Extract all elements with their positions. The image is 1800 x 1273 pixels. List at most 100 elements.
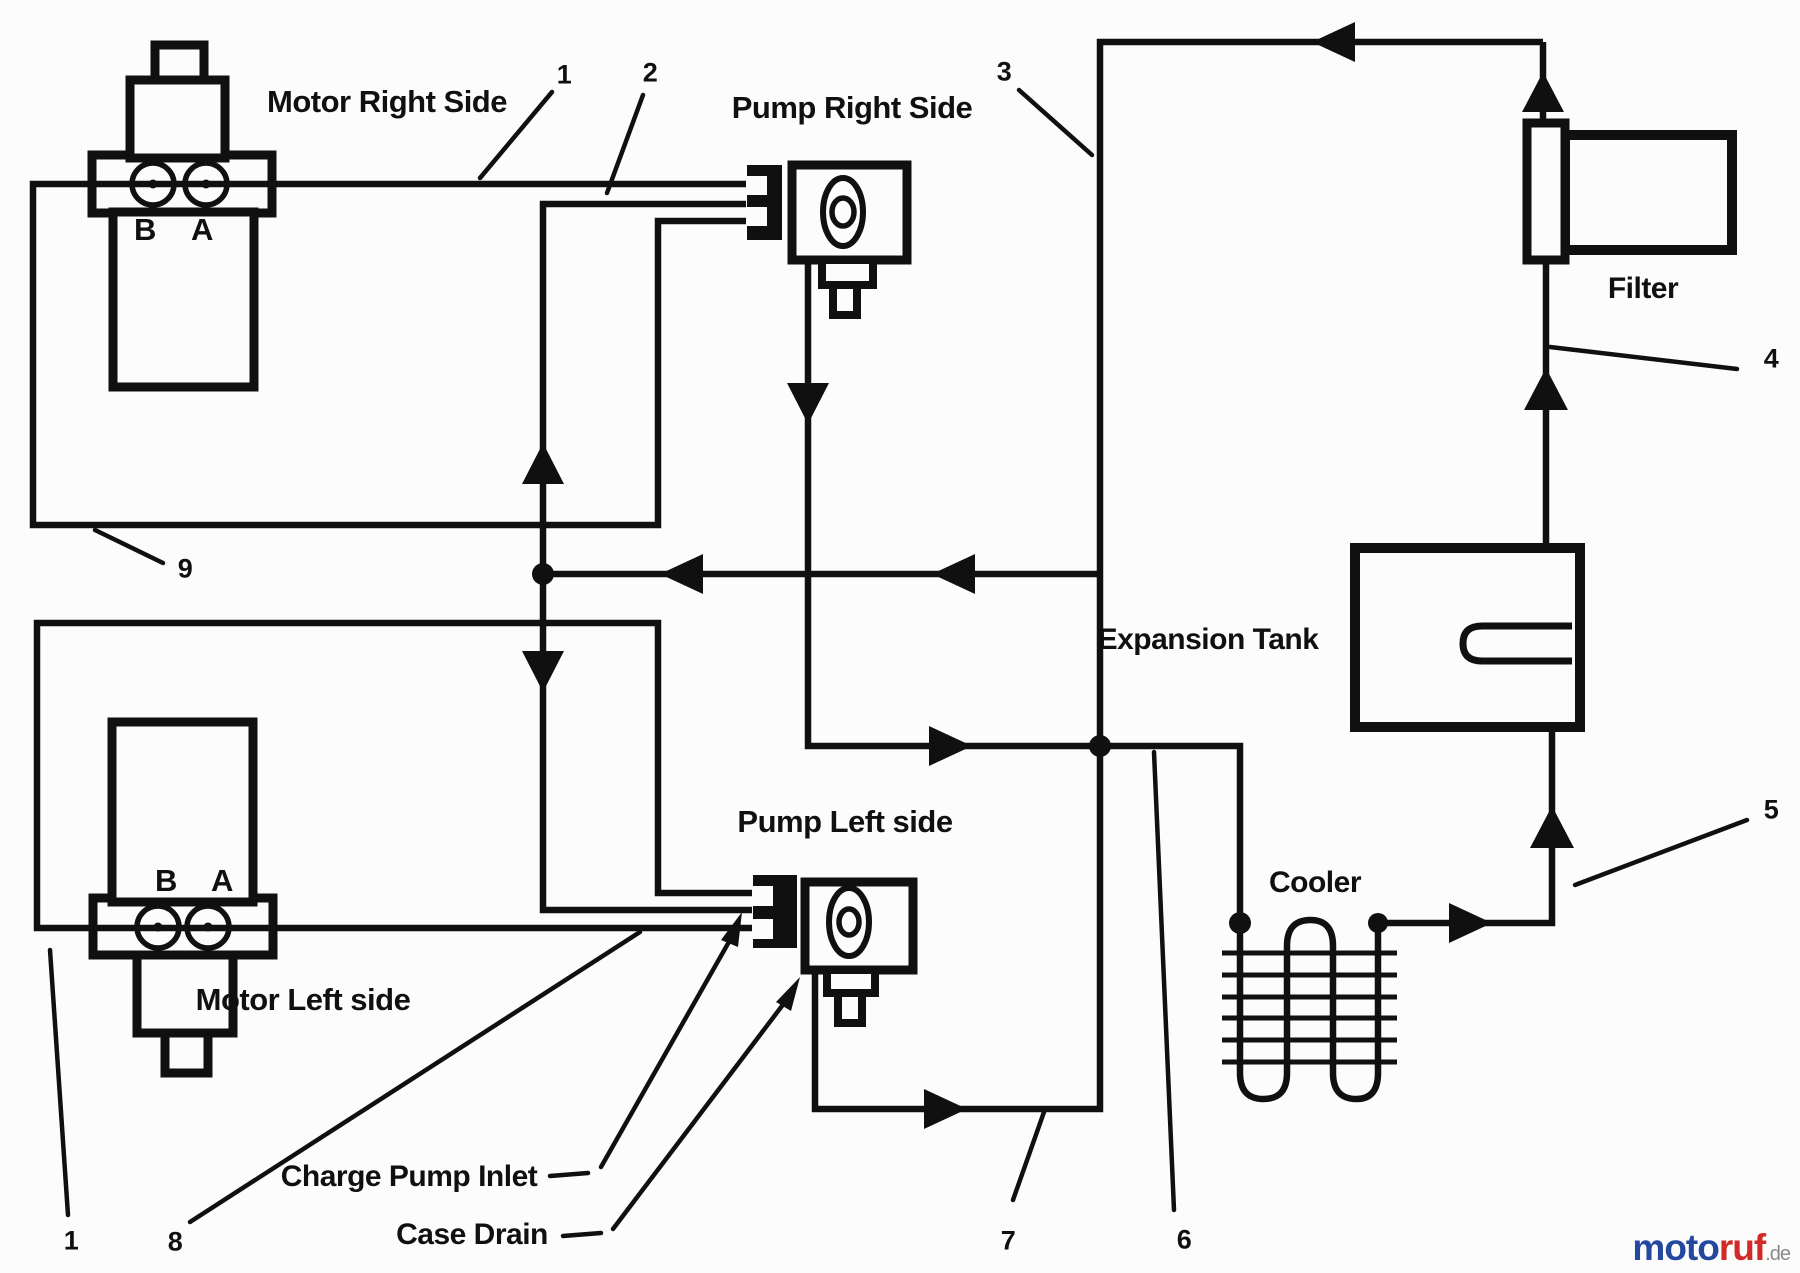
label-port-b-right: B: [134, 212, 156, 247]
label-port-a-left: A: [211, 863, 233, 898]
arrow-up-filter-in: [1522, 72, 1564, 112]
leader-1-bottom: [47, 947, 71, 1218]
arrow-left-supply-1: [660, 554, 703, 594]
callout-2: 2: [642, 57, 658, 88]
watermark-ruf: ruf: [1718, 1227, 1766, 1268]
arrow-down-charge: [522, 651, 564, 692]
hose-cooler-to-tank: [1374, 722, 1556, 928]
motor-right-port-a-circle: [182, 160, 230, 208]
motor-right-symbol: [108, 40, 259, 392]
label-cooler: Cooler: [1268, 866, 1362, 899]
label-pump-right: Pump Right Side: [731, 90, 973, 125]
arrow-up-charge: [522, 443, 564, 484]
leader-3: [1016, 87, 1095, 158]
callout-1-top: 1: [556, 59, 572, 90]
cooler-symbol: [1222, 912, 1397, 1103]
hose-return-main: [811, 38, 1543, 1113]
pump-right-shaft: [829, 281, 861, 319]
arrowhead-charge-pump-inlet: [721, 912, 742, 947]
callout-3: 3: [996, 56, 1012, 87]
callout-5: 5: [1763, 794, 1779, 825]
filter-symbol: [1522, 118, 1737, 265]
callout-4: 4: [1763, 343, 1779, 374]
hose-to-cooler: [1100, 742, 1244, 920]
pump-left-shaft: [834, 989, 866, 1027]
expansion-tank-symbol: [1350, 543, 1585, 732]
motor-left-symbol: [107, 717, 258, 1078]
pump-right-oval-outer: [820, 175, 866, 249]
hose-charge-vertical: [539, 200, 752, 914]
callout-1-bottom: 1: [63, 1225, 79, 1256]
callout-leaders: [47, 87, 1750, 1239]
callout-7: 7: [1000, 1225, 1016, 1256]
pump-right-symbol: [747, 160, 912, 319]
motor-right-port-a-dot: [201, 179, 211, 189]
callout-6: 6: [1176, 1224, 1192, 1255]
motor-left-port-a-dot: [203, 922, 213, 932]
motor-right-port-b-circle: [129, 160, 177, 208]
expansion-tank-slot: [1459, 622, 1572, 665]
pump-right-port-notch-1: [747, 176, 767, 195]
filter-cartridge: [1522, 118, 1570, 265]
motor-right-upper-box: [125, 75, 230, 163]
motor-right-body: [108, 207, 259, 392]
leader-case-drain: [610, 995, 791, 1232]
cooler-outlet-dot: [1368, 913, 1388, 933]
label-motor-left: Motor Left side: [195, 982, 411, 1017]
pump-right-oval-inner: [829, 195, 857, 229]
junction-dot-charge: [532, 563, 554, 585]
leader-5: [1572, 817, 1750, 888]
watermark-de: .de: [1765, 1243, 1791, 1265]
callout-9: 9: [177, 553, 193, 584]
hose-pump-right-drain: [804, 258, 1100, 750]
leader-7: [1010, 1109, 1047, 1203]
motor-left-bottom-stub: [160, 1028, 213, 1078]
arrow-left-supply-2: [932, 554, 975, 594]
leader-8: [187, 929, 643, 1225]
arrow-left-top-line: [1312, 22, 1355, 62]
pump-left-oval-outer: [826, 885, 872, 959]
arrow-right-drain-branch: [929, 726, 972, 766]
leader-charge-pump-inlet: [598, 930, 737, 1170]
arrow-right-case-drain-line: [924, 1089, 967, 1129]
label-pump-left: Pump Left side: [737, 804, 953, 839]
pump-right-port-notch-2: [747, 207, 767, 226]
label-expansion-tank: Expansion Tank: [1097, 623, 1319, 656]
junction-dots: [532, 563, 1111, 757]
arrow-right-cooler-out: [1449, 903, 1492, 943]
motor-left-port-b-dot: [153, 922, 163, 932]
arrow-up-to-tank: [1530, 806, 1574, 848]
label-port-b-left: B: [155, 863, 177, 898]
leader-charge-pump-inlet-dash: [547, 1170, 591, 1179]
pump-left-symbol: [753, 875, 918, 1027]
label-charge-pump-inlet: Charge Pump Inlet: [280, 1160, 538, 1193]
leader-2: [604, 92, 646, 196]
leader-6: [1151, 749, 1177, 1213]
motor-left-body: [107, 717, 258, 907]
leader-4: [1547, 344, 1740, 372]
label-port-a-right: A: [191, 212, 213, 247]
leader-arrowheads: [721, 912, 800, 1011]
label-filter: Filter: [1607, 272, 1679, 305]
pump-left-port-notch-2: [753, 919, 773, 939]
leader-1-top: [477, 89, 555, 181]
callout-8: 8: [167, 1226, 183, 1257]
arrow-up-tank-out: [1524, 368, 1568, 410]
leader-9: [92, 527, 166, 566]
cooler-fins: [1222, 950, 1397, 1065]
watermark-moto: moto: [1632, 1227, 1719, 1268]
arrowhead-case-drain: [776, 977, 800, 1011]
cooler-coil: [1236, 916, 1382, 1103]
cooler-inlet-dot: [1229, 912, 1251, 934]
motoruf-watermark: motoruf.de: [1632, 1227, 1791, 1269]
motor-right-port-b-dot: [148, 179, 158, 189]
label-motor-right: Motor Right Side: [267, 84, 507, 119]
junction-dot-return: [1089, 735, 1111, 757]
arrow-down-pump-right-drain: [787, 383, 829, 424]
pump-left-oval-inner: [836, 906, 862, 938]
label-case-drain: Case Drain: [396, 1218, 548, 1251]
filter-body: [1560, 130, 1737, 255]
leader-case-drain-dash: [560, 1230, 604, 1239]
